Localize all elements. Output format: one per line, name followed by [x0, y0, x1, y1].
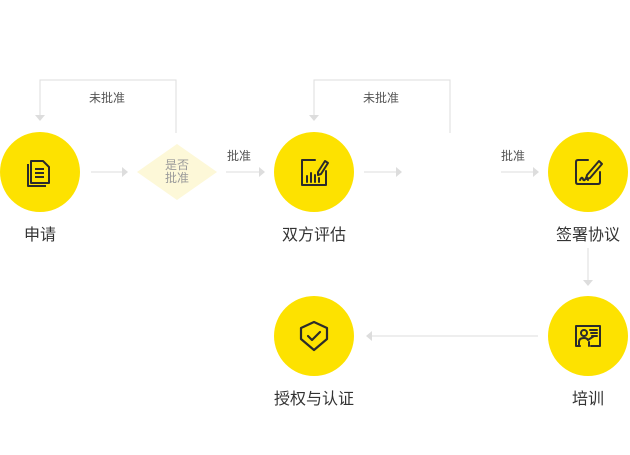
edge-decision2-reject-to-evaluate — [313, 79, 451, 133]
edge-label-approved: 批准 — [501, 149, 526, 163]
node-evaluate — [274, 132, 354, 212]
node-certify — [274, 296, 354, 376]
report-chart-edit-icon — [301, 159, 329, 186]
edge-decision-reject-to-apply — [39, 79, 177, 133]
arrowhead-right — [122, 167, 128, 177]
signature-icon — [575, 159, 603, 185]
arrowhead-down — [583, 280, 593, 286]
arrowhead-left — [366, 331, 372, 341]
node-sign — [548, 132, 628, 212]
diamond-shape — [137, 144, 217, 200]
arrowhead-right — [533, 167, 539, 177]
shield-check-icon — [299, 320, 329, 352]
arrowhead-down — [309, 115, 319, 121]
decision-label-line1: 是否 — [164, 158, 189, 172]
arrowhead-right — [396, 167, 402, 177]
node-apply — [0, 132, 80, 212]
edge-label-rejected: 未批准 — [89, 91, 126, 105]
decision-label-line2: 批准 — [164, 171, 189, 185]
decision-diamond: 是否 批准 — [137, 144, 217, 200]
node-label-training: 培训 — [571, 389, 604, 408]
edge-label-rejected: 未批准 — [363, 91, 400, 105]
node-label-evaluate: 双方评估 — [281, 225, 346, 244]
node-training — [548, 296, 628, 376]
node-label-apply: 申请 — [23, 225, 56, 244]
edge-label-approved: 批准 — [227, 149, 252, 163]
node-label-certify: 授权与认证 — [273, 389, 354, 408]
arrowhead-right — [259, 167, 265, 177]
node-label-sign: 签署协议 — [555, 225, 620, 244]
document-icon — [27, 160, 50, 187]
presentation-board-icon — [575, 325, 601, 347]
arrowhead-down — [35, 115, 45, 121]
